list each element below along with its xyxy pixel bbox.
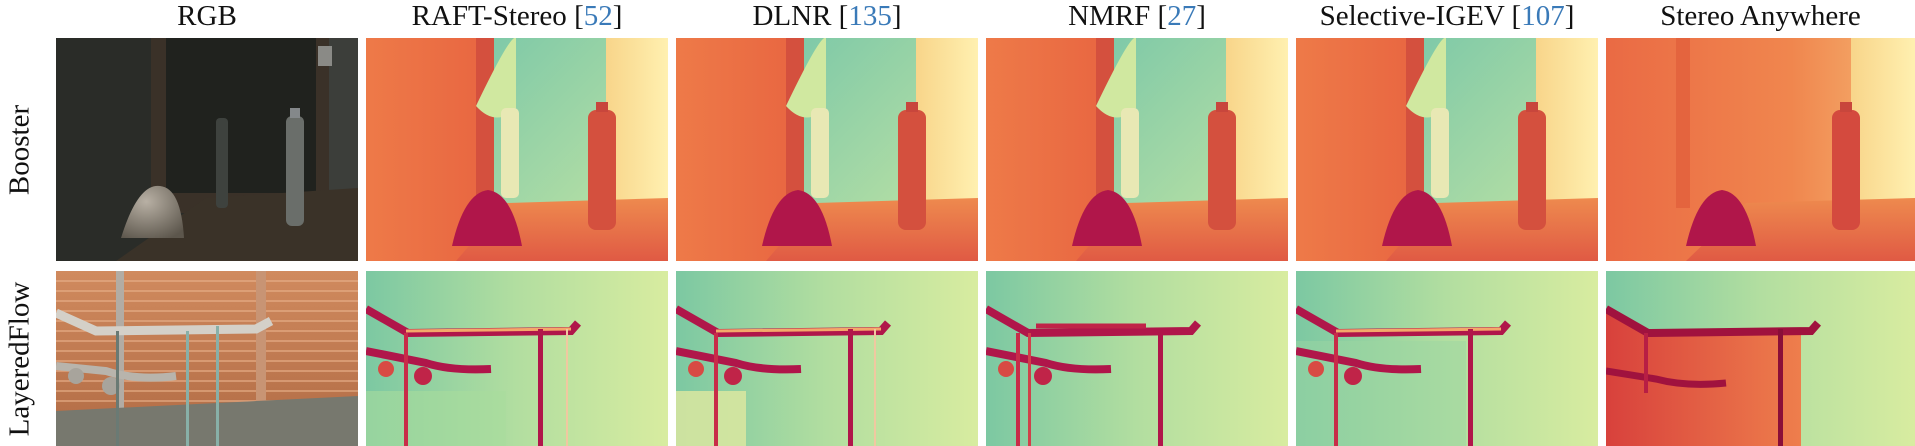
disparity-booster-raft-stereo (366, 38, 668, 261)
citation-link[interactable]: 52 (583, 0, 613, 32)
disparity-layeredflow-stereo-anywhere (1606, 271, 1915, 446)
column-header-raft-stereo: RAFT-Stereo [52] (411, 0, 623, 32)
method-name: NMRF (1068, 0, 1151, 32)
image-booster-rgb (56, 38, 358, 261)
disparity-booster-selective-igev (1296, 38, 1598, 261)
row-label-booster: Booster (3, 104, 36, 195)
disparity-booster-stereo-anywhere (1606, 38, 1915, 261)
column-header-dlnr: DLNR [135] (752, 0, 902, 32)
method-name: Stereo Anywhere (1660, 0, 1861, 32)
citation-link[interactable]: 135 (848, 0, 892, 32)
column-header-stereo-anywhere: Stereo Anywhere (1606, 0, 1915, 36)
method-name: RGB (177, 0, 237, 32)
disparity-layeredflow-nmrf (986, 271, 1288, 446)
disparity-layeredflow-selective-igev (1296, 271, 1598, 446)
column-header-selective-igev: Selective-IGEV [107] (1319, 0, 1575, 32)
column-header-nmrf: NMRF [27] (1068, 0, 1206, 32)
method-name: DLNR (752, 0, 832, 32)
row-label-layeredflow: LayeredFlow (3, 281, 36, 436)
method-name: RAFT-Stereo (411, 0, 567, 32)
citation-link[interactable]: 107 (1521, 0, 1565, 32)
disparity-layeredflow-dlnr (676, 271, 978, 446)
column-header-rgb: RGB (56, 0, 358, 36)
disparity-booster-dlnr (676, 38, 978, 261)
image-layeredflow-rgb (56, 271, 358, 446)
method-name: Selective-IGEV (1319, 0, 1505, 32)
disparity-layeredflow-raft-stereo (366, 271, 668, 446)
citation-link[interactable]: 27 (1167, 0, 1197, 32)
disparity-booster-nmrf (986, 38, 1288, 261)
